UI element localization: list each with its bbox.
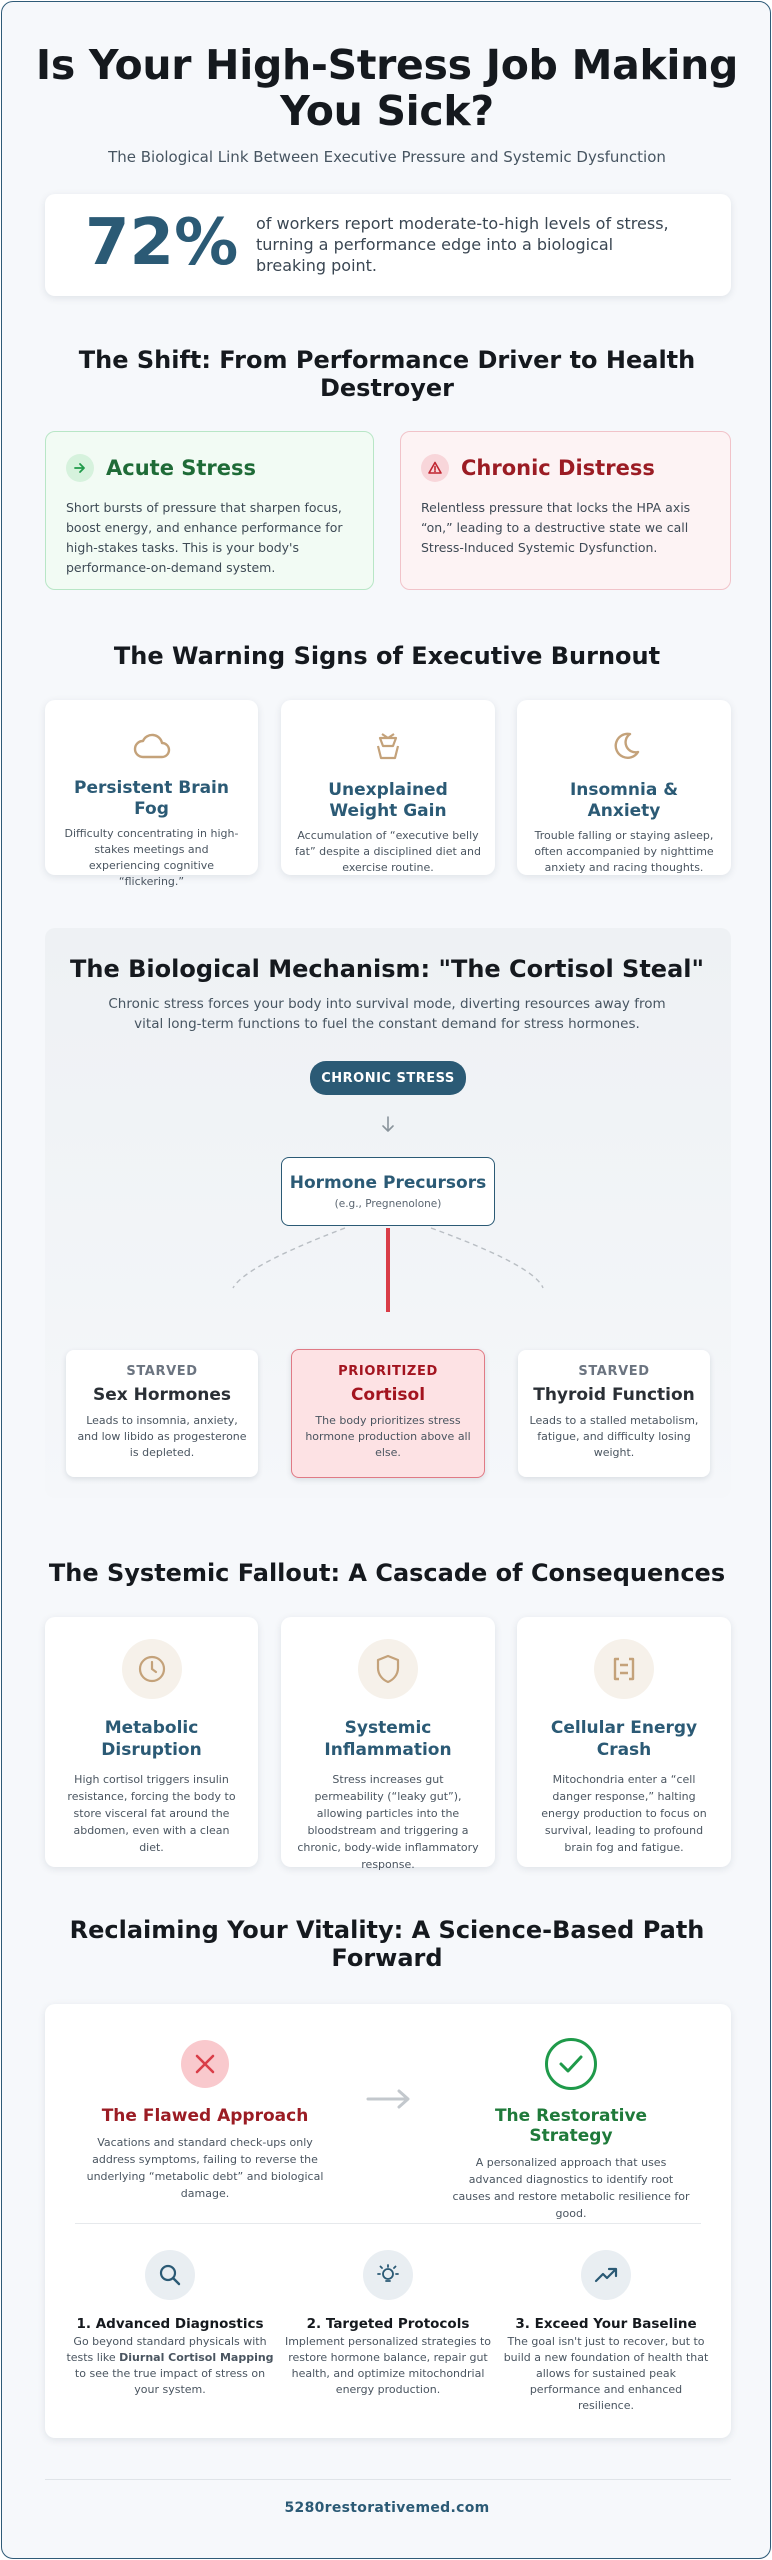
- step-body-emphasis: Diurnal Cortisol Mapping: [119, 2351, 274, 2364]
- node-cortisol: PRIORITIZED Cortisol The body prioritize…: [291, 1349, 485, 1478]
- node-body: Leads to insomnia, anxiety, and low libi…: [77, 1414, 247, 1459]
- warning-card-insomnia: Insomnia & Anxiety Trouble falling or st…: [517, 700, 731, 875]
- fallout-card-title: Systemic Inflammation: [324, 1718, 452, 1760]
- vitality-card: The Flawed Approach Vacations and standa…: [45, 2004, 731, 2438]
- fallout-card-inflammation: Systemic Inflammation Stress increases g…: [281, 1617, 495, 1871]
- warning-title: The Warning Signs of Executive Burnout: [113, 642, 661, 670]
- moon-icon: [531, 728, 717, 768]
- node-sex-hormones: STARVED Sex Hormones Leads to insomnia, …: [66, 1350, 258, 1477]
- warning-card-body: Trouble falling or staying asleep, often…: [534, 829, 714, 874]
- flawed-body: Vacations and standard check-ups only ad…: [86, 2136, 324, 2200]
- restorative-body: A personalized approach that uses advanc…: [452, 2156, 690, 2220]
- shield-icon: [358, 1639, 418, 1699]
- step-diagnostics: 1. Advanced Diagnostics Go beyond standa…: [65, 2250, 275, 2398]
- stat-value: 72%: [85, 206, 239, 280]
- node-thyroid: STARVED Thyroid Function Leads to a stal…: [518, 1350, 710, 1477]
- cloud-icon: [59, 730, 244, 766]
- step-body: Implement personalized strategies to res…: [284, 2335, 492, 2396]
- node-tag: STARVED: [126, 1364, 198, 1379]
- lightbulb-icon: [363, 2250, 413, 2300]
- fallout-card-body: Mitochondria enter a “cell danger respon…: [541, 1773, 707, 1854]
- chronic-distress-body: Relentless pressure that locks the HPA a…: [421, 500, 691, 555]
- mechanism-title: The Biological Mechanism: "The Cortisol …: [70, 955, 704, 983]
- node-body: The body prioritizes stress hormone prod…: [305, 1414, 471, 1459]
- page-title-line2: You Sick?: [280, 87, 494, 135]
- step-title: 2. Targeted Protocols: [306, 2316, 470, 2332]
- chronic-distress-card: Chronic Distress Relentless pressure tha…: [400, 431, 731, 590]
- warning-card-weight-gain: Unexplained Weight Gain Accumulation of …: [281, 700, 495, 875]
- footer-divider: [45, 2479, 731, 2480]
- warning-card-title: Insomnia & Anxiety: [569, 780, 679, 821]
- acute-stress-title: Acute Stress: [106, 456, 257, 480]
- shift-title: The Shift: From Performance Driver to He…: [78, 346, 696, 402]
- step-title: 1. Advanced Diagnostics: [76, 2316, 264, 2332]
- page-title-line1: Is Your High-Stress Job Making: [35, 41, 739, 89]
- magnifier-icon: [145, 2250, 195, 2300]
- check-icon: [545, 2038, 597, 2090]
- arrow-down-icon: [379, 1115, 397, 1139]
- page-title: Is Your High-Stress Job Making You Sick?: [2, 41, 770, 135]
- scale-icon: [295, 728, 481, 768]
- step-body-text: to see the true impact of stress on your…: [74, 2367, 266, 2396]
- hormone-precursors-box: Hormone Precursors (e.g., Pregnenolone): [281, 1157, 495, 1226]
- fallout-card-metabolic: Metabolic Disruption High cortisol trigg…: [45, 1617, 258, 1867]
- trend-up-icon: [581, 2250, 631, 2300]
- warning-icon: [421, 454, 449, 482]
- battery-icon: [594, 1639, 654, 1699]
- step-protocols: 2. Targeted Protocols Implement personal…: [283, 2250, 493, 2398]
- fallout-card-title: Cellular Energy Crash: [550, 1718, 698, 1760]
- node-body: Leads to a stalled metabolism, fatigue, …: [529, 1414, 699, 1459]
- restorative-strategy: The Restorative Strategy A personalized …: [451, 2038, 691, 2222]
- node-title: Sex Hormones: [92, 1385, 232, 1405]
- node-tag: STARVED: [578, 1364, 650, 1379]
- warning-card-brain-fog: Persistent Brain Fog Difficulty concentr…: [45, 700, 258, 888]
- precursor-title: Hormone Precursors: [289, 1173, 487, 1193]
- footer-link[interactable]: 5280restorativemed.com: [284, 2500, 490, 2516]
- step-body-text: Go beyond standard physicals with tests …: [66, 2335, 267, 2364]
- acute-stress-card: Acute Stress Short bursts of pressure th…: [45, 431, 374, 590]
- warning-card-body: Difficulty concentrating in high-stakes …: [64, 827, 239, 888]
- stat-card: 72% of workers report moderate-to-high l…: [45, 194, 731, 296]
- acute-stress-body: Short bursts of pressure that sharpen fo…: [66, 500, 343, 575]
- arrow-right-icon: [66, 454, 94, 482]
- flawed-title: The Flawed Approach: [101, 2106, 309, 2126]
- warning-card-title: Unexplained Weight Gain: [328, 780, 448, 821]
- node-title: Thyroid Function: [533, 1385, 695, 1405]
- step-body: The goal isn't just to recover, but to b…: [503, 2335, 709, 2412]
- step-baseline: 3. Exceed Your Baseline The goal isn't j…: [501, 2250, 711, 2414]
- mechanism-intro: Chronic stress forces your body into sur…: [108, 996, 666, 1032]
- vitality-title: Reclaiming Your Vitality: A Science-Base…: [69, 1916, 705, 1972]
- warning-card-title: Persistent Brain Fog: [74, 778, 229, 819]
- arrow-right-icon: [366, 2088, 412, 2114]
- chronic-distress-title: Chronic Distress: [461, 456, 655, 480]
- node-title: Cortisol: [350, 1385, 426, 1405]
- precursor-subtitle: (e.g., Pregnenolone): [334, 1198, 442, 1210]
- fallout-card-body: Stress increases gut permeability (“leak…: [297, 1773, 479, 1871]
- node-tag: PRIORITIZED: [338, 1364, 438, 1379]
- restorative-title: The Restorative Strategy: [494, 2106, 648, 2146]
- clock-icon: [121, 1639, 182, 1699]
- diversion-lines: [232, 1227, 544, 1312]
- step-title: 3. Exceed Your Baseline: [515, 2316, 697, 2332]
- fallout-title: The Systemic Fallout: A Cascade of Conse…: [48, 1559, 726, 1587]
- warning-card-body: Accumulation of “executive belly fat” de…: [295, 829, 481, 874]
- fallout-card-energy: Cellular Energy Crash Mitochondria enter…: [517, 1617, 731, 1867]
- x-icon: [181, 2040, 229, 2088]
- fallout-card-title: Metabolic Disruption: [101, 1718, 202, 1760]
- header: Is Your High-Stress Job Making You Sick?…: [2, 41, 770, 166]
- stat-text: of workers report moderate-to-high level…: [256, 214, 669, 275]
- chronic-stress-pill: CHRONIC STRESS: [310, 1061, 466, 1095]
- page-subtitle: The Biological Link Between Executive Pr…: [108, 148, 666, 166]
- fallout-card-body: High cortisol triggers insulin resistanc…: [67, 1773, 236, 1854]
- step-body: Go beyond standard physicals with tests …: [65, 2334, 275, 2398]
- divider: [75, 2223, 701, 2224]
- flawed-approach: The Flawed Approach Vacations and standa…: [85, 2040, 325, 2202]
